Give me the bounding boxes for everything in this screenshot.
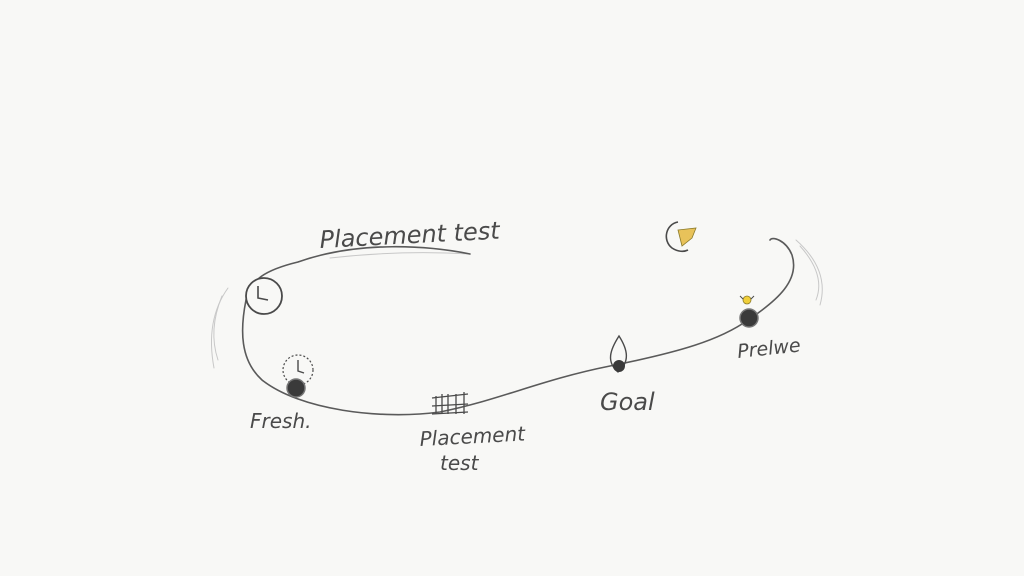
label-fresh: Fresh. — [250, 409, 311, 433]
flag-icon — [665, 221, 697, 253]
lightbulb-icon — [739, 295, 755, 305]
fence-icon — [431, 392, 469, 415]
drop-pin-icon — [609, 334, 628, 373]
label-goal: Goal — [600, 388, 655, 416]
alarm-clock-icon — [282, 354, 314, 386]
node-prelive — [739, 308, 759, 328]
guide-strokes — [210, 239, 823, 369]
node-fresh — [286, 378, 306, 398]
label-placement-line1: Placement — [419, 421, 527, 451]
label-prelive: Prelwe — [736, 334, 801, 363]
label-placement-line2: test — [440, 451, 480, 475]
clock-icon — [245, 277, 283, 315]
journey-path — [241, 237, 795, 416]
title-label: Placement test — [319, 217, 502, 254]
